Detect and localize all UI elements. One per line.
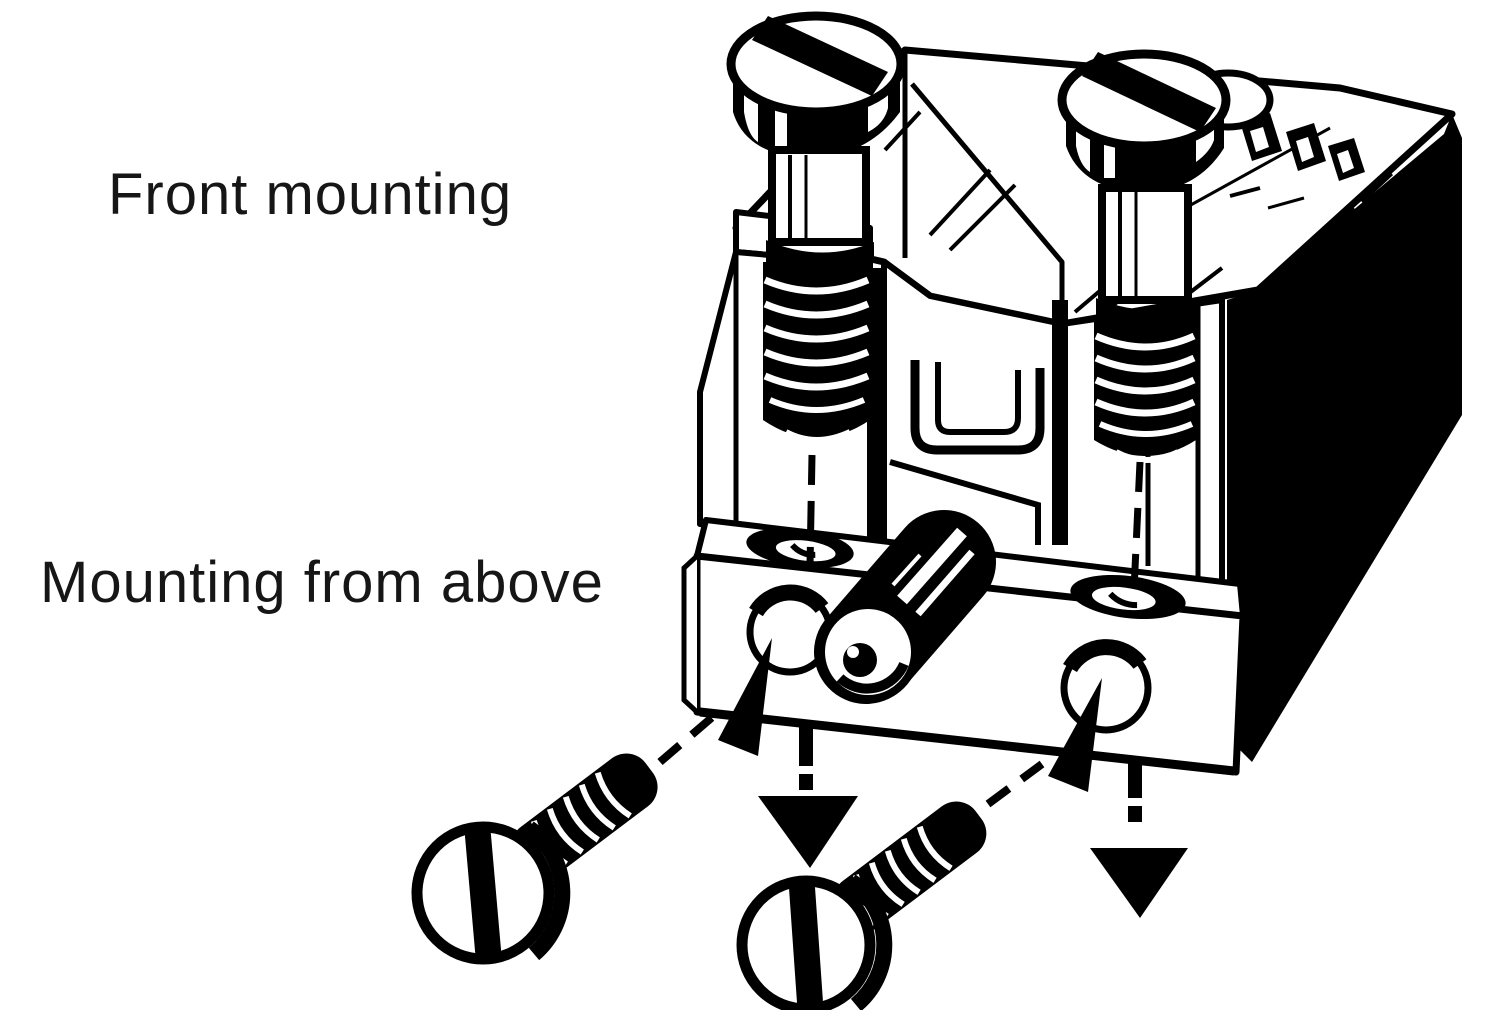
insertion-dashed-line-top-left [806,454,816,567]
top-mounting-hole-right [1070,574,1186,620]
device-body [681,46,1462,776]
insertion-dashed-line-front-right [985,760,1045,808]
insertion-guides [657,638,1188,918]
top-mounting-screw-right [1057,49,1274,591]
top-mounting-screw-left [726,11,906,567]
front-mounting-hole-right [1060,639,1152,734]
insertion-arrowhead-left [718,638,772,756]
down-arrow-middle [758,722,858,868]
roller-plunger [814,510,996,704]
front-mounting-screw-left [411,753,658,965]
label-front-mounting: Front mounting [108,162,513,227]
insertion-dashed-line-top-right [1130,461,1144,591]
insertion-arrowhead-right [1048,678,1102,792]
insertion-dashed-line-front-left [657,710,719,766]
down-arrow-right [1090,762,1188,918]
device-side-shadow [1227,114,1462,762]
top-mounting-hole-left [746,528,854,568]
label-mounting-from-above: Mounting from above [40,550,604,615]
front-mounting-screw-right [736,801,987,1010]
